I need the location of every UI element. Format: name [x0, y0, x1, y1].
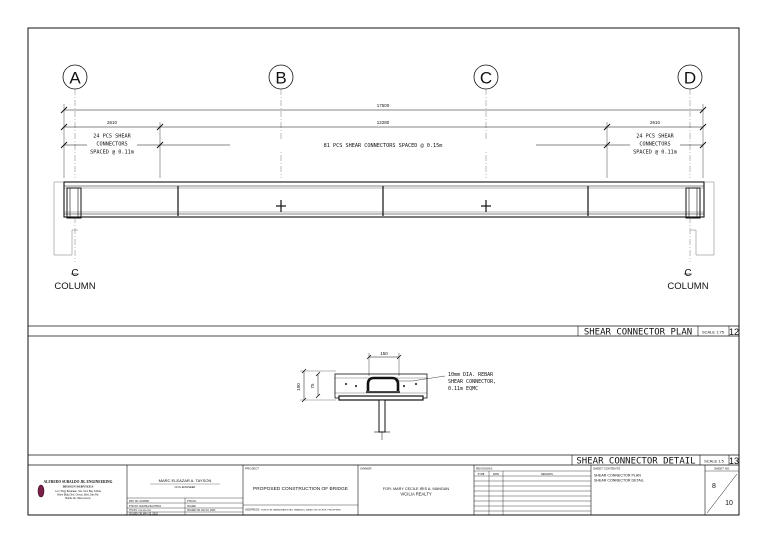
- eng-row-right-3: ISSUED ON JAN 10, 2023: [187, 509, 216, 512]
- overall-dim-text: 17500: [377, 103, 390, 108]
- address-label: ADDRESS: [245, 508, 260, 512]
- grid-label-a: A: [69, 69, 81, 88]
- beam-web: [378, 399, 386, 433]
- shear-connector-detail: 150 100 75 10mm DIA. REBAR SHEAR CONNECT…: [28, 351, 739, 467]
- contents-label: SHEET CONTENTS: [593, 467, 620, 471]
- detail-note-line-3: 0.11m EQMC: [448, 386, 478, 392]
- eng-row-4: ISSUED ON MAY 05, 2023: [129, 513, 158, 516]
- shear-connector-plan: A B C D 17500: [28, 64, 739, 338]
- rev-header-symb: SYMB: [478, 473, 485, 476]
- eng-row-2: PTR NO. RACHEL BAUTISTA: [129, 505, 162, 508]
- end-dim-right-text: 2610: [650, 120, 661, 125]
- grid-label-b: B: [275, 69, 286, 88]
- column-text-right: COLUMN: [667, 281, 708, 292]
- project-name: PROPOSED CONSTRUCTION OF BRIDGE: [253, 486, 348, 492]
- sheet-border: [27, 27, 740, 516]
- rev-header-date: DATE: [493, 473, 500, 476]
- sheet-contents-block: SHEET CONTENTS SHEAR CONNECTOR PLAN SHEA…: [593, 467, 644, 483]
- eng-row-right-1: PTR NO.: [187, 500, 197, 503]
- detail-top-dim: 150: [380, 351, 388, 356]
- plan-scale: SCALE 1:75: [702, 330, 725, 335]
- left-note-line-2: CONNECTORS: [96, 142, 127, 148]
- grid-bubble-a: A: [62, 64, 88, 178]
- contents-item-2: SHEAR CONNECTOR DETAIL: [594, 479, 644, 483]
- firm-line-2: Wuite Bldg Clrnt, Ormoc, Blvd, Dan Rd.: [57, 494, 99, 497]
- rebar-connector: [366, 376, 400, 391]
- project-label: PROJECT: [245, 467, 259, 471]
- left-support: [53, 181, 78, 262]
- firm-line-3: Mobile No. 09xxxxxxxxx: [65, 497, 91, 500]
- right-support: [689, 181, 715, 262]
- plan-title: SHEAR CONNECTOR PLAN: [584, 328, 692, 338]
- detail-title: SHEAR CONNECTOR DETAIL: [576, 457, 695, 467]
- project-block: PROJECT PROPOSED CONSTRUCTION OF BRIDGE …: [243, 467, 358, 512]
- engineer-name: MARC ELEAZAR A. TAYSON: [159, 478, 212, 483]
- firm-block: ALFREDO SUBALDO JR. ENGINEERING DESIGN S…: [37, 480, 113, 500]
- right-note-line-2: CONNECTORS: [639, 142, 670, 148]
- revisions-block: REVISIONS SYMB DATE REMARKS: [474, 467, 591, 515]
- column-label-right: C COLUMN: [667, 268, 708, 292]
- detail-note-line-1: 10mm DIA. REBAR: [448, 372, 494, 378]
- middle-note: 81 PCS SHEAR CONNECTORS SPACED @ 0.15m: [324, 143, 443, 149]
- firm-line-1: Lot 7 Brgy Binahaan, Sta. Cruz Bay, 1004…: [55, 490, 101, 493]
- detail-number: 13: [729, 456, 739, 466]
- grid-label-d: D: [684, 69, 696, 88]
- sheet-no-label: SHEET NO.: [714, 467, 730, 471]
- owner-label: OWNER: [360, 467, 372, 471]
- left-note-line-1: 24 PCS SHEAR: [93, 134, 131, 140]
- left-note-line-3: SPACED @ 0.11m: [90, 150, 134, 156]
- title-block: ALFREDO SUBALDO JR. ENGINEERING DESIGN S…: [37, 465, 739, 516]
- sheet-total: 10: [725, 500, 733, 507]
- plan-title-strip: SHEAR CONNECTOR PLAN SCALE 1:75 12: [28, 325, 739, 338]
- detail-side-dim-inner: 75: [310, 383, 315, 389]
- top-flange: [338, 395, 424, 401]
- spacing-dimension-line: 24 PCS SHEAR CONNECTORS SPACED @ 0.11m 8…: [60, 130, 707, 158]
- overall-dimension: 17500: [60, 103, 707, 178]
- project-address: PUROK 3B, MAHAGNAN ROAD, PARAGUS, DAVAO …: [261, 509, 341, 512]
- column-text-left: COLUMN: [54, 281, 95, 292]
- detail-title-strip: SHEAR CONNECTOR DETAIL SCALE 1:5 13: [28, 454, 739, 467]
- contents-item-1: SHEAR CONNECTOR PLAN: [594, 474, 641, 478]
- engineer-title: CIVIL ENGINEER: [175, 485, 196, 489]
- column-label-left: C COLUMN: [54, 268, 95, 292]
- middle-dim-text: 12280: [377, 120, 390, 125]
- engineer-block: MARC ELEAZAR A. TAYSON CIVIL ENGINEER PR…: [127, 478, 243, 516]
- firm-name: ALFREDO SUBALDO JR. ENGINEERING: [44, 480, 113, 484]
- owner-line-1: FOR: MARY CECILE IRIS A. MANGAN: [383, 487, 450, 491]
- grid-bubble-d: D: [677, 64, 703, 178]
- sheet-number: 8: [712, 483, 716, 490]
- revisions-label: REVISIONS: [476, 467, 492, 471]
- eng-row-3: TIN NO. xxx-xxx-xxx: [129, 509, 152, 512]
- firm-sub: DESIGN SERVICES: [63, 485, 94, 489]
- right-note-line-3: SPACED @ 0.11m: [633, 150, 677, 156]
- detail-note-line-2: SHEAR CONNECTOR,: [448, 379, 496, 385]
- firm-logo: [37, 484, 45, 498]
- right-note-line-1: 24 PCS SHEAR: [636, 134, 674, 140]
- centerline-symbol-right: C: [684, 268, 691, 279]
- segment-dimensions: 2610 12280 2610: [60, 120, 707, 178]
- eng-row-right-2: ISSUED: [187, 505, 196, 508]
- detail-scale: SCALE 1:5: [704, 459, 725, 464]
- centerline-symbol-left: C: [71, 268, 78, 279]
- detail-side-dim-outer: 100: [296, 383, 301, 391]
- grid-label-c: C: [480, 69, 492, 88]
- sheet-number-block: SHEET NO. 8 10: [705, 467, 739, 514]
- grid-bubble-c: C: [473, 64, 499, 178]
- owner-line-2: VICILIA REALTY: [400, 492, 432, 497]
- rev-header-remarks: REMARKS: [541, 473, 553, 476]
- grid-bubble-b: B: [268, 64, 294, 178]
- plan-number: 12: [729, 327, 739, 337]
- end-dim-left-text: 2610: [107, 120, 118, 125]
- owner-block: OWNER FOR: MARY CECILE IRIS A. MANGAN VI…: [360, 467, 449, 497]
- eng-row-1: PRC NO. 0136566: [129, 500, 150, 503]
- beam-plan: [63, 181, 705, 219]
